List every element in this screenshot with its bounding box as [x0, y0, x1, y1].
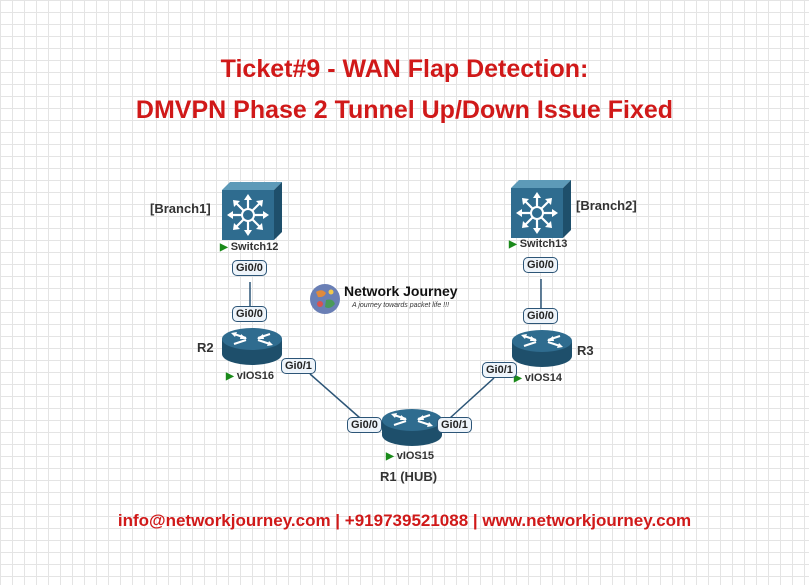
- switch12-name: Switch12: [230, 241, 279, 253]
- vios15-device-label: ▶vIOS15: [386, 450, 434, 462]
- vios14-name: vIOS14: [524, 372, 563, 384]
- port-r3-gi01[interactable]: Gi0/1: [482, 362, 517, 378]
- router-r2-icon[interactable]: [221, 327, 283, 367]
- port-switch12-gi00[interactable]: Gi0/0: [232, 260, 267, 276]
- network-journey-logo: Network Journey A journey towards packet…: [308, 280, 488, 320]
- switch12-device-label: ▶Switch12: [220, 241, 278, 253]
- logo-name: Network Journey: [344, 283, 458, 299]
- port-switch13-gi00[interactable]: Gi0/0: [523, 257, 558, 273]
- play-triangle-icon: ▶: [386, 451, 394, 462]
- play-triangle-icon: ▶: [514, 373, 522, 384]
- switch13-device-label: ▶Switch13: [509, 238, 567, 250]
- vios14-device-label: ▶vIOS14: [514, 372, 562, 384]
- branch2-label: [Branch2]: [576, 198, 637, 213]
- vios16-device-label: ▶vIOS16: [226, 370, 274, 382]
- globe-icon: [310, 284, 340, 314]
- logo-tagline: A journey towards packet life !!!: [352, 302, 450, 309]
- router-r3-icon[interactable]: [511, 329, 573, 369]
- r3-label: R3: [577, 343, 594, 358]
- title-line-1: Ticket#9 - WAN Flap Detection:: [220, 55, 589, 83]
- port-r1-gi00[interactable]: Gi0/0: [347, 417, 382, 433]
- play-triangle-icon: ▶: [220, 242, 228, 253]
- r2-label: R2: [197, 340, 214, 355]
- r1-hub-label: R1 (HUB): [380, 469, 438, 484]
- switch13-icon[interactable]: [511, 180, 571, 238]
- link-r3-r1: [449, 377, 495, 419]
- switch13-name: Switch13: [519, 238, 568, 250]
- switch12-icon[interactable]: [222, 182, 282, 240]
- link-r2-r1: [309, 373, 361, 419]
- port-r3-gi00[interactable]: Gi0/0: [523, 308, 558, 324]
- branch1-label: [Branch1]: [150, 201, 211, 216]
- play-triangle-icon: ▶: [226, 371, 234, 382]
- port-r2-gi00[interactable]: Gi0/0: [232, 306, 267, 322]
- port-r1-gi01[interactable]: Gi0/1: [437, 417, 472, 433]
- play-triangle-icon: ▶: [509, 239, 517, 250]
- router-r1-icon[interactable]: [381, 408, 443, 448]
- vios16-name: vIOS16: [236, 370, 275, 382]
- port-r2-gi01[interactable]: Gi0/1: [281, 358, 316, 374]
- footer-contact: info@networkjourney.com | +919739521088 …: [117, 511, 692, 530]
- vios15-name: vIOS15: [396, 450, 435, 462]
- title-line-2: DMVPN Phase 2 Tunnel Up/Down Issue Fixed: [135, 96, 674, 124]
